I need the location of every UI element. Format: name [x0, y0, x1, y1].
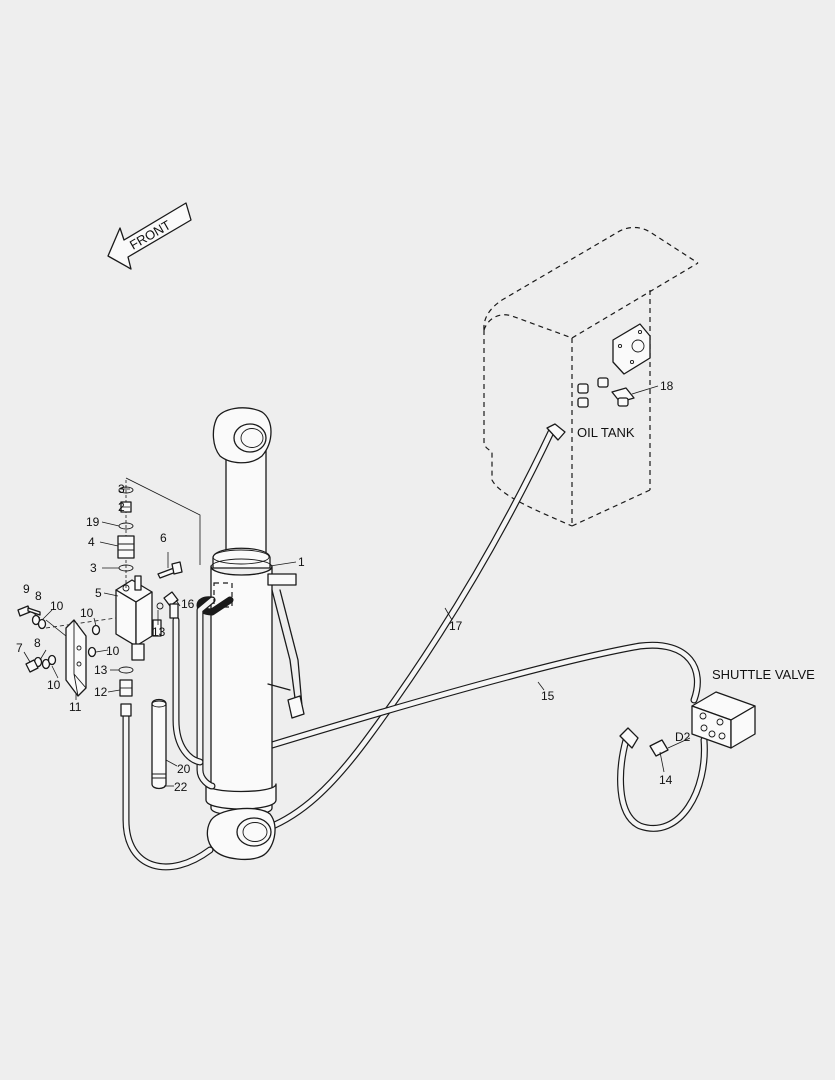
- front-direction-arrow: FRONT: [107, 202, 192, 270]
- callout-7: 7: [16, 641, 23, 655]
- callout-15: 15: [541, 689, 555, 703]
- hose-17: [264, 423, 566, 832]
- callout-3-top: 3: [118, 482, 125, 496]
- callout-10-a: 10: [50, 599, 64, 613]
- callout-20: 20: [177, 762, 191, 776]
- callout-8-lower: 8: [34, 636, 41, 650]
- oil-tank-label: OIL TANK: [577, 425, 635, 440]
- callout-16: 16: [181, 597, 195, 611]
- callout-9: 9: [23, 582, 30, 596]
- bracket-11: [17, 605, 101, 697]
- oil-tank: OIL TANK: [483, 226, 699, 527]
- hose-piece-20: [151, 698, 167, 790]
- callout-3-mid: 3: [90, 561, 97, 575]
- hydraulic-cylinder: [172, 407, 305, 861]
- hose-14: [617, 727, 708, 832]
- callout-22: 22: [174, 780, 188, 794]
- callout-11: 11: [69, 700, 82, 714]
- callout-2: 2: [118, 500, 125, 514]
- callout-4: 4: [88, 535, 95, 549]
- shuttle-valve-port-label: D2: [675, 730, 691, 744]
- callout-13-upper: 13: [152, 625, 166, 639]
- hose-15: [268, 641, 701, 749]
- callout-17: 17: [449, 619, 463, 633]
- callout-numbers: 1 3 2 19 4 3 6 5 16 13 9 8 10 10 10 8 7 …: [16, 379, 674, 794]
- shuttle-valve-label: SHUTTLE VALVE: [712, 667, 815, 682]
- callout-18: 18: [660, 379, 674, 393]
- fitting-12: [118, 666, 134, 697]
- callout-10-c: 10: [106, 644, 120, 658]
- valve-block-assembly: [45, 477, 201, 661]
- callout-10-d: 10: [47, 678, 61, 692]
- callout-1: 1: [298, 555, 305, 569]
- callout-12: 12: [94, 685, 108, 699]
- callout-14: 14: [659, 773, 673, 787]
- shuttle-valve: SHUTTLE VALVE D2: [649, 667, 815, 757]
- callout-19: 19: [86, 515, 100, 529]
- callout-10-b: 10: [80, 606, 94, 620]
- hose-left: [120, 703, 214, 871]
- callout-5: 5: [95, 586, 102, 600]
- callout-6: 6: [160, 531, 167, 545]
- callout-13-lower: 13: [94, 663, 108, 677]
- callout-8-upper: 8: [35, 589, 42, 603]
- leader-lines: [23, 385, 665, 787]
